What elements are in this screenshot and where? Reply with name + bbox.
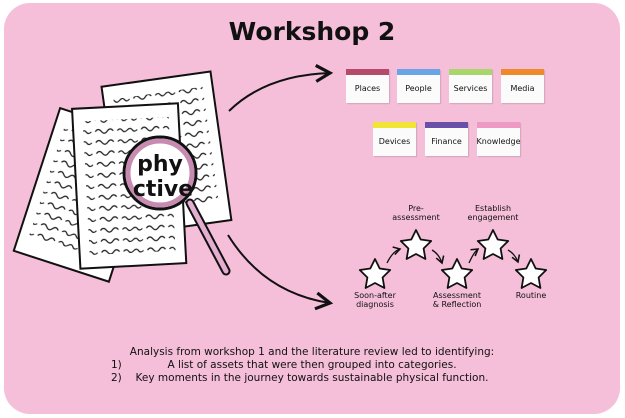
journey-label-assessment: Assessment & Reflection bbox=[432, 291, 482, 309]
footer-item: 1) A list of assets that were then group… bbox=[4, 359, 620, 372]
journey-label-establish: Establish engagement bbox=[467, 204, 519, 222]
category-note-services: Services bbox=[449, 69, 492, 103]
category-note-devices: Devices bbox=[373, 122, 416, 156]
magnifier-word-2: ctive bbox=[133, 177, 193, 202]
journey-arrow bbox=[507, 249, 521, 264]
illustration: phy ctive bbox=[12, 64, 548, 311]
journey-label-pre-assessment: Pre- assessment bbox=[392, 204, 440, 222]
note-band bbox=[373, 122, 416, 128]
category-note-places: Places bbox=[346, 69, 389, 103]
category-label: Services bbox=[453, 84, 488, 93]
page-title: Workshop 2 bbox=[228, 17, 396, 46]
category-note-media: Media bbox=[501, 69, 544, 103]
journey-arrow bbox=[468, 248, 480, 264]
arrow-to-journey bbox=[227, 234, 334, 311]
category-note-people: People bbox=[397, 69, 440, 103]
note-band bbox=[449, 69, 492, 75]
note-band bbox=[501, 69, 544, 75]
note-band bbox=[425, 122, 468, 128]
footer-intro: Analysis from workshop 1 and the literat… bbox=[129, 346, 495, 358]
footer-item-text: A list of assets that were then grouped … bbox=[167, 359, 457, 371]
category-note-knowledge: Knowledge bbox=[476, 122, 521, 156]
journey-label-routine: Routine bbox=[515, 291, 547, 300]
journey-label-soon-after: Soon-after diagnosis bbox=[354, 291, 396, 309]
magnifier-icon bbox=[122, 135, 231, 276]
star-icon bbox=[514, 258, 548, 289]
footer-item-number: 1) bbox=[111, 359, 122, 371]
star-icon bbox=[399, 229, 433, 260]
category-label: Finance bbox=[431, 137, 462, 146]
category-label: People bbox=[405, 84, 432, 93]
category-label: Knowledge bbox=[476, 137, 521, 146]
note-band bbox=[397, 69, 440, 75]
journey-arrow bbox=[386, 246, 402, 264]
star-icon bbox=[476, 229, 510, 260]
journey-arrow bbox=[431, 249, 445, 265]
footer-item-text: Key moments in the journey towards susta… bbox=[135, 372, 489, 384]
workshop-card: Workshop 2 bbox=[4, 3, 620, 414]
category-label: Media bbox=[510, 84, 535, 93]
footer-item: 2) Key moments in the journey towards su… bbox=[4, 372, 620, 385]
category-note-finance: Finance bbox=[425, 122, 468, 156]
documents-icon bbox=[12, 70, 233, 283]
star-icon bbox=[358, 258, 392, 289]
arrow-to-categories bbox=[228, 64, 334, 112]
star-icon bbox=[440, 258, 474, 289]
category-label: Places bbox=[354, 84, 381, 93]
magnifier-word-1: phy bbox=[137, 152, 183, 177]
category-label: Devices bbox=[378, 137, 411, 146]
note-band bbox=[477, 122, 520, 128]
footer-text: Analysis from workshop 1 and the literat… bbox=[4, 346, 620, 385]
footer-item-number: 2) bbox=[111, 372, 122, 384]
note-band bbox=[346, 69, 389, 75]
